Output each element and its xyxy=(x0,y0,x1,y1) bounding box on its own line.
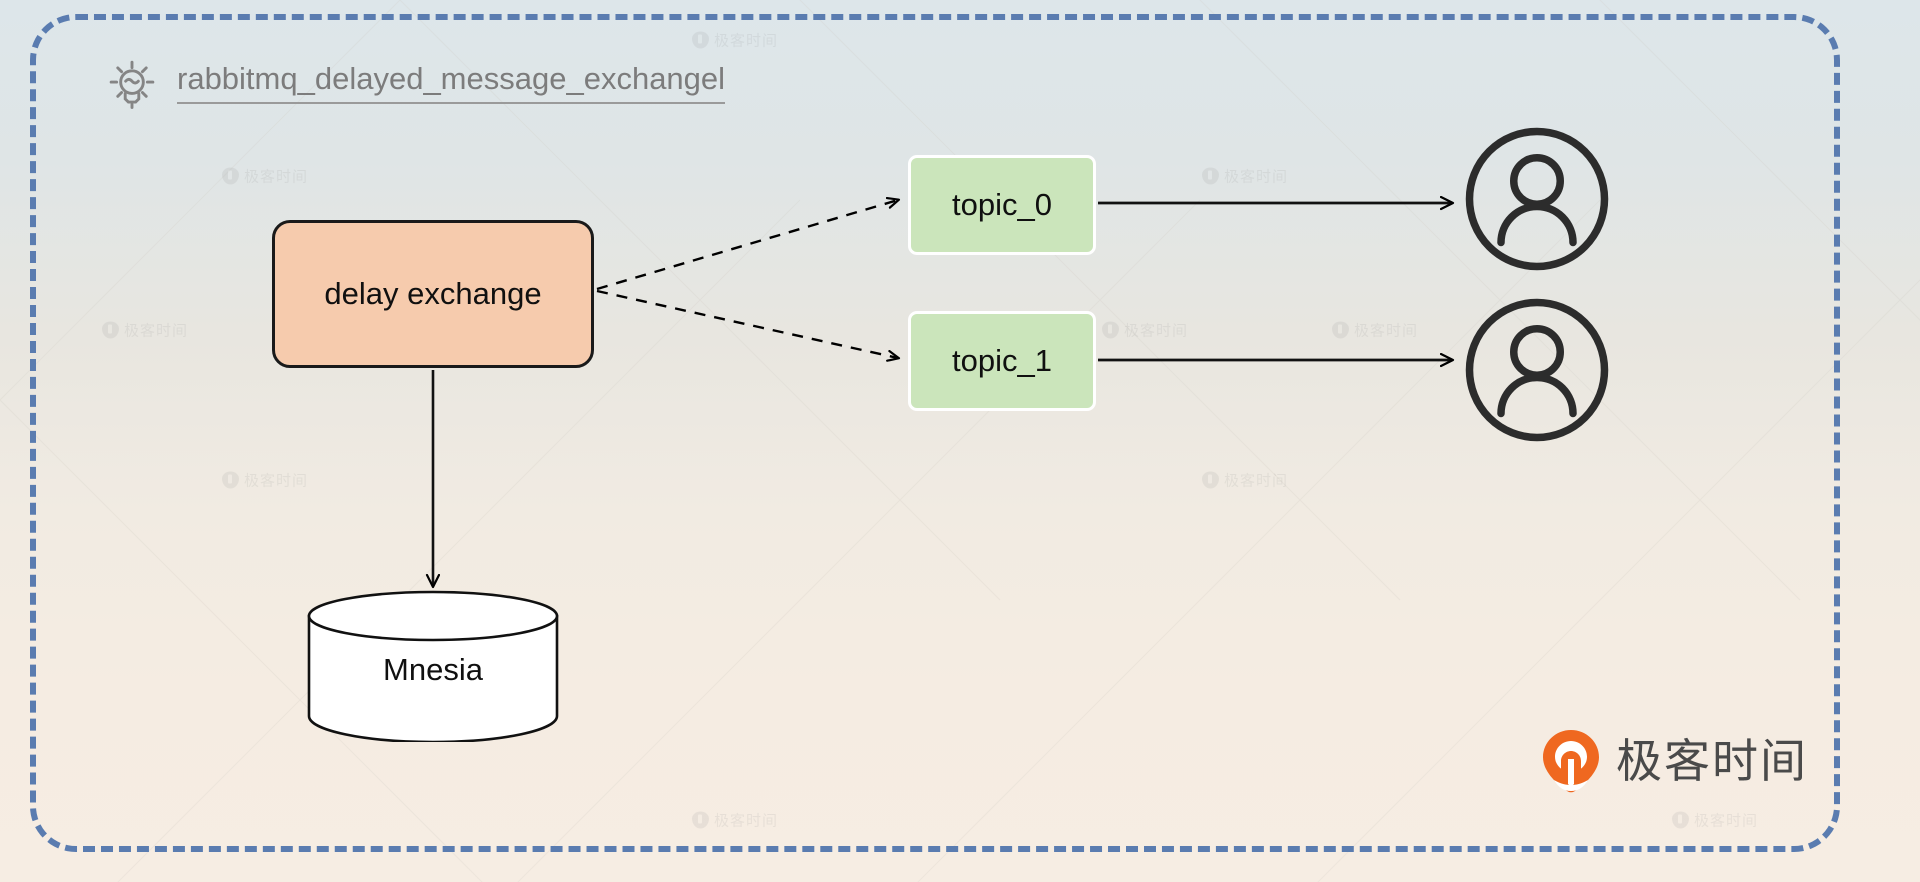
brand-name: 极客时间 xyxy=(1616,734,1808,788)
node-topic-0[interactable]: topic_0 xyxy=(908,155,1096,255)
geektime-logo-icon xyxy=(1543,730,1599,793)
diagram-header: rabbitmq_delayed_message_exchangel xyxy=(103,54,726,112)
brand-logo: 极客时间 xyxy=(1540,728,1808,794)
page-title: rabbitmq_delayed_message_exchangel xyxy=(177,62,726,104)
lightbulb-icon xyxy=(109,60,155,109)
node-delay-exchange[interactable]: delay exchange xyxy=(272,220,594,368)
node-label: topic_0 xyxy=(952,187,1052,222)
node-topic-1[interactable]: topic_1 xyxy=(908,311,1096,411)
node-mnesia-database[interactable]: Mnesia xyxy=(305,590,561,742)
diagram-boundary-frame xyxy=(30,14,1840,852)
node-label: topic_1 xyxy=(952,343,1052,378)
node-label: Mnesia xyxy=(383,652,483,687)
node-consumer-1[interactable] xyxy=(1462,295,1612,445)
user-icon xyxy=(1465,298,1609,442)
node-label: delay exchange xyxy=(324,276,542,311)
database-cylinder-icon xyxy=(307,590,559,742)
user-icon xyxy=(1465,127,1609,271)
node-consumer-0[interactable] xyxy=(1462,124,1612,274)
